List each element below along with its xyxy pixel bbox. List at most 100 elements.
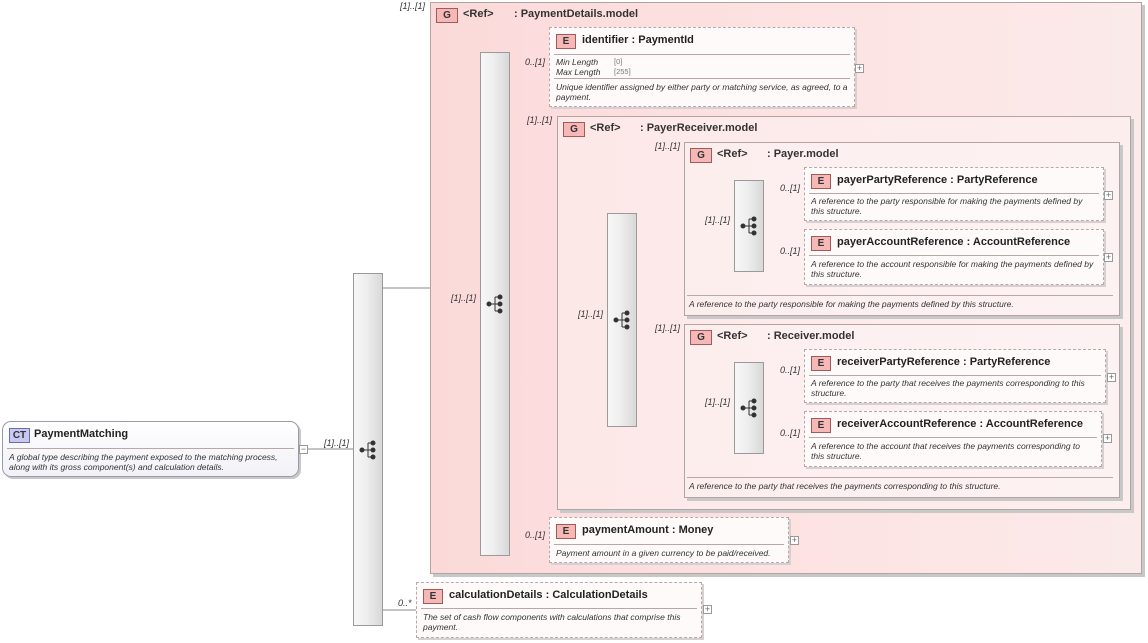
group-ref: <Ref> <box>590 122 621 134</box>
ct-sequence-cardinality: [1]..[1] <box>324 438 350 448</box>
element-identifier[interactable]: E identifier : PaymentId Min Length [0] … <box>549 27 855 107</box>
payer-account-ref-cardinality: 0..[1] <box>780 246 801 256</box>
element-divider <box>809 193 1099 194</box>
facet-min-length-value: [0] <box>614 57 623 66</box>
plus-icon: + <box>704 604 711 614</box>
element-calculation-details[interactable]: E calculationDetails : CalculationDetail… <box>416 582 702 638</box>
element-divider <box>554 78 850 79</box>
expand-receiver-account-ref-toggle[interactable]: + <box>1103 434 1112 443</box>
receiver-description: A reference to the party that receives t… <box>689 481 1001 491</box>
group-name: : Payer.model <box>767 148 839 160</box>
complex-type-badge: CT <box>9 428 30 443</box>
sequence-icon <box>613 310 630 330</box>
complex-type-description: A global type describing the payment exp… <box>9 452 278 472</box>
receiver-sequence[interactable] <box>734 362 764 454</box>
expand-payer-party-ref-toggle[interactable]: + <box>1104 191 1113 200</box>
facet-max-length-value: [255] <box>614 67 631 76</box>
plus-icon: + <box>856 63 863 73</box>
group-ref: <Ref> <box>717 148 748 160</box>
plus-icon: + <box>1105 190 1112 200</box>
payer-sequence-cardinality: [1]..[1] <box>705 215 731 225</box>
group-badge: G <box>436 8 458 23</box>
element-name: calculationDetails : CalculationDetails <box>449 589 648 601</box>
element-divider <box>421 608 697 609</box>
identifier-description: Unique identifier assigned by either par… <box>556 82 848 102</box>
receiver-cardinality: [1]..[1] <box>655 323 681 333</box>
payment-amount-name: paymentAmount <box>582 524 669 536</box>
payer-party-ref-cardinality: 0..[1] <box>780 183 801 193</box>
collapse-ct-toggle[interactable]: − <box>299 445 308 454</box>
element-name: receiverPartyReference : PartyReference <box>837 356 1050 368</box>
payment-amount-description: Payment amount in a given currency to be… <box>556 548 771 558</box>
element-badge: E <box>811 236 831 251</box>
calculation-details-type: : CalculationDetails <box>545 589 648 601</box>
group-ref: <Ref> <box>717 330 748 342</box>
element-receiver-party-reference[interactable]: E receiverPartyReference : PartyReferenc… <box>804 349 1106 403</box>
element-payer-party-reference[interactable]: E payerPartyReference : PartyReference A… <box>804 167 1104 221</box>
group-name: : PayerReceiver.model <box>640 122 758 134</box>
payment-amount-cardinality: 0..[1] <box>525 530 546 540</box>
element-name: receiverAccountReference : AccountRefere… <box>837 418 1083 430</box>
sequence-icon <box>486 294 503 314</box>
expand-identifier-toggle[interactable]: + <box>855 64 864 73</box>
group-name: : Receiver.model <box>767 330 855 342</box>
main-sequence-compositor[interactable] <box>353 273 383 626</box>
payer-receiver-sequence[interactable] <box>607 213 637 427</box>
expand-receiver-party-ref-toggle[interactable]: + <box>1107 373 1116 382</box>
identifier-name: identifier <box>582 34 629 46</box>
payer-account-ref-type: : AccountReference <box>966 236 1071 248</box>
sequence-icon <box>740 216 757 236</box>
plus-icon: + <box>1108 372 1115 382</box>
pd-sequence-cardinality: [1]..[1] <box>451 293 477 303</box>
expand-calculation-details-toggle[interactable]: + <box>703 605 712 614</box>
complex-type-divider <box>7 448 294 449</box>
group-name: : PaymentDetails.model <box>514 8 639 20</box>
payer-description: A reference to the party responsible for… <box>689 299 1014 309</box>
element-badge: E <box>556 34 576 49</box>
element-payment-amount[interactable]: E paymentAmount : Money Payment amount i… <box>549 517 789 563</box>
payer-party-ref-type: : PartyReference <box>950 174 1038 186</box>
sequence-icon <box>740 398 757 418</box>
element-receiver-account-reference[interactable]: E receiverAccountReference : AccountRefe… <box>804 411 1102 467</box>
element-name: payerAccountReference : AccountReference <box>837 236 1070 248</box>
facet-min-length-label: Min Length <box>556 57 599 67</box>
group-ref: <Ref> <box>463 8 494 20</box>
complex-type-payment-matching[interactable]: CT PaymentMatching A global type describ… <box>2 421 299 477</box>
plus-icon: + <box>1105 252 1112 262</box>
payer-receiver-cardinality: [1]..[1] <box>527 115 553 125</box>
element-payer-account-reference[interactable]: E payerAccountReference : AccountReferen… <box>804 229 1104 285</box>
receiver-account-ref-cardinality: 0..[1] <box>780 428 801 438</box>
pr-sequence-cardinality: [1]..[1] <box>578 309 604 319</box>
calculation-details-cardinality: 0..* <box>398 598 412 608</box>
receiver-party-ref-name: receiverPartyReference <box>837 356 960 368</box>
element-badge: E <box>811 356 831 371</box>
receiver-account-ref-type: : AccountReference <box>979 418 1083 430</box>
group-badge: G <box>690 148 712 163</box>
payer-party-ref-name: payerPartyReference <box>837 174 948 186</box>
plus-icon: + <box>791 535 798 545</box>
element-divider <box>809 375 1101 376</box>
receiver-account-ref-description: A reference to the account that receives… <box>811 441 1081 461</box>
payment-details-sequence[interactable] <box>480 52 510 556</box>
receiver-party-ref-cardinality: 0..[1] <box>780 365 801 375</box>
sequence-icon <box>359 440 376 459</box>
receiver-party-ref-type: : PartyReference <box>962 356 1051 368</box>
element-divider <box>809 255 1099 256</box>
minus-icon: − <box>300 444 307 454</box>
expand-payment-amount-toggle[interactable]: + <box>790 536 799 545</box>
group-badge: G <box>563 122 585 137</box>
element-divider <box>809 437 1097 438</box>
element-badge: E <box>423 589 443 604</box>
plus-icon: + <box>1104 433 1111 443</box>
group-divider <box>687 477 1113 478</box>
receiver-sequence-cardinality: [1]..[1] <box>705 397 731 407</box>
element-name: identifier : PaymentId <box>582 34 694 46</box>
payment-details-cardinality: [1]..[1] <box>400 1 426 11</box>
receiver-party-ref-description: A reference to the party that receives t… <box>811 378 1085 398</box>
expand-payer-account-ref-toggle[interactable]: + <box>1104 253 1113 262</box>
payer-sequence[interactable] <box>734 180 764 272</box>
element-name: paymentAmount : Money <box>582 524 713 536</box>
payment-amount-type: : Money <box>671 524 714 536</box>
element-divider <box>554 544 784 545</box>
receiver-account-ref-name: receiverAccountReference <box>837 418 977 430</box>
